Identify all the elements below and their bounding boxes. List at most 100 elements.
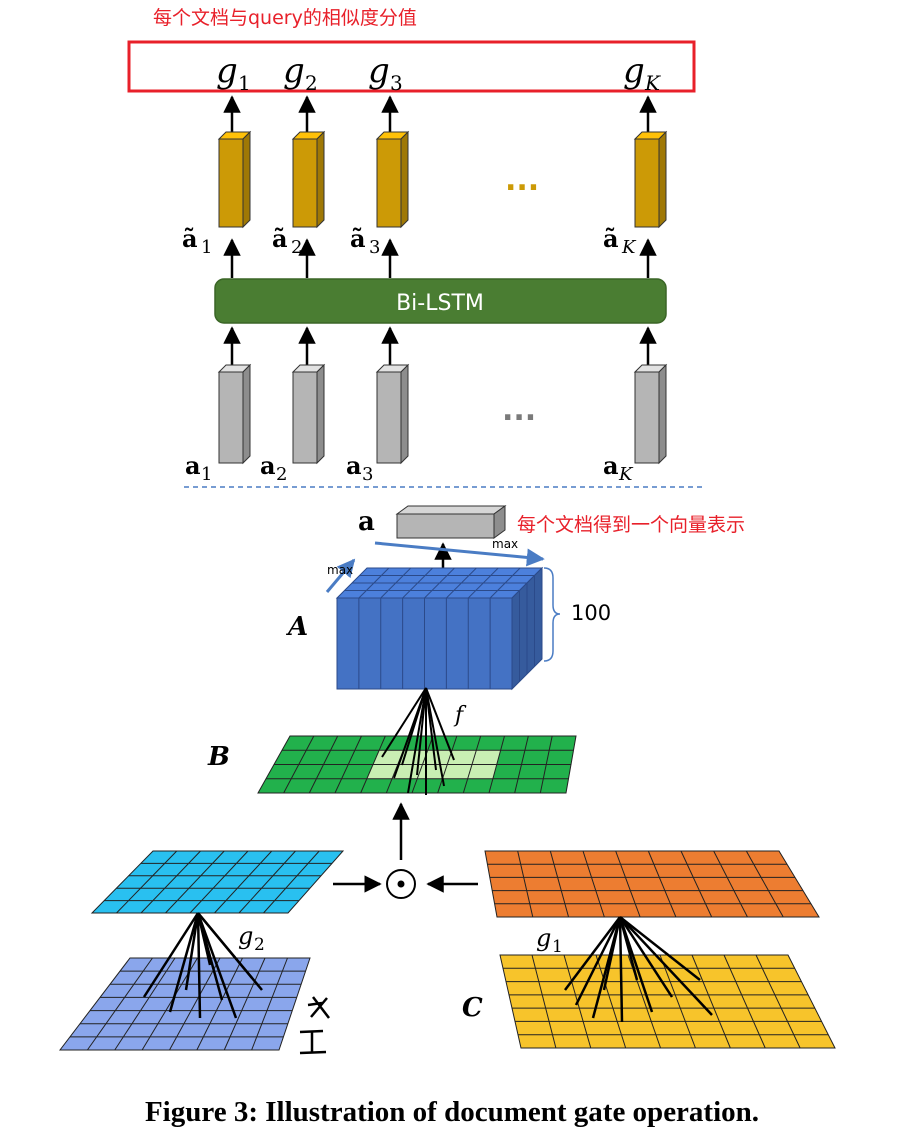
- g2Lines-0: [142, 912, 200, 998]
- g1Lines-9: [619, 916, 701, 981]
- a-bar-4: [633, 363, 668, 465]
- a-bar-1: [217, 363, 252, 465]
- g2Lines-1: [168, 912, 200, 1013]
- atilde-bar-3: [375, 130, 410, 229]
- figure-caption: Figure 3: Illustration of document gate …: [144, 1096, 760, 1128]
- svg-text:a: a: [603, 451, 619, 480]
- fLines-3: [416, 687, 427, 776]
- label-c: C: [462, 993, 483, 1023]
- svg-text:a: a: [346, 451, 362, 480]
- svg-text:K: K: [618, 464, 634, 485]
- svg-text:g: g: [623, 51, 645, 91]
- matrix-cyan: [90, 850, 345, 914]
- fLines-0: [381, 687, 427, 758]
- g1Lines-6: [618, 916, 654, 1013]
- svg-text:a: a: [260, 451, 276, 480]
- svg-text:3: 3: [369, 237, 380, 258]
- label-g2: g 2: [238, 922, 265, 955]
- g1Lines-4: [618, 916, 624, 1023]
- handwritten-x-mark: [307, 996, 330, 1019]
- svg-text:ã: ã: [350, 224, 366, 253]
- depth-brace: [543, 567, 561, 662]
- svg-text:1: 1: [201, 464, 212, 485]
- max-label-right: max: [492, 537, 518, 551]
- fLines-6: [425, 687, 445, 787]
- max-arrow-right: [374, 541, 545, 567]
- bilstm-block: [214, 278, 667, 324]
- vector-annotation: 每个文档得到一个向量表示: [517, 514, 745, 536]
- vector-a-label: a: [358, 507, 375, 537]
- bilstm-label: Bi-LSTM: [396, 291, 484, 316]
- svg-text:K: K: [644, 71, 661, 95]
- atilde-bar-4: [633, 130, 668, 229]
- gold-ellipsis: ...: [505, 163, 539, 198]
- svg-text:ã: ã: [603, 224, 619, 253]
- g2Lines-2: [184, 912, 200, 991]
- svg-text:2: 2: [291, 237, 302, 258]
- a-bar-2: [291, 363, 326, 465]
- gray-ellipsis: ...: [502, 393, 536, 428]
- g2Lines-6: [196, 912, 238, 1019]
- gate-label-1: g 1: [216, 51, 251, 95]
- svg-text:ã: ã: [182, 224, 198, 253]
- atilde-bar-1: [217, 130, 252, 229]
- svg-text:K: K: [621, 237, 637, 258]
- depth-label: 100: [571, 601, 611, 625]
- filter-g1-lines: [564, 916, 713, 1023]
- label-b: B: [207, 742, 230, 772]
- svg-text:2: 2: [254, 935, 265, 955]
- matrix-x: [58, 957, 311, 1051]
- fLines-8: [401, 687, 427, 766]
- g1Lines-3: [602, 916, 622, 991]
- svg-text:g: g: [216, 51, 238, 91]
- g1Lines-1: [574, 916, 622, 1006]
- g1Lines-0: [564, 916, 621, 991]
- g1Lines-7: [618, 916, 674, 998]
- g1Lines-8: [619, 916, 713, 1016]
- label-g1: g 1: [536, 924, 563, 957]
- matrix-orange: [484, 850, 820, 918]
- filter-g2-lines: [142, 912, 263, 1019]
- svg-text:g: g: [283, 51, 305, 91]
- handwritten-i-mark: [299, 1029, 327, 1055]
- odot-operator: [386, 869, 416, 899]
- top-annotation: 每个文档与query的相似度分值: [153, 7, 417, 29]
- g2Lines-3: [196, 912, 202, 1019]
- max-label-left: max: [327, 563, 353, 577]
- svg-text:ã: ã: [272, 224, 288, 253]
- svg-text:g: g: [536, 924, 551, 952]
- atilde-bars: [217, 130, 668, 229]
- atilde-bar-2: [291, 130, 326, 229]
- svg-text:1: 1: [238, 71, 251, 95]
- svg-text:2: 2: [276, 464, 287, 485]
- fLines-2: [407, 687, 427, 794]
- a-bar-3: [375, 363, 410, 465]
- svg-text:2: 2: [305, 71, 318, 95]
- g2Lines-8: [197, 912, 263, 991]
- svg-text:1: 1: [201, 237, 212, 258]
- svg-text:1: 1: [552, 937, 563, 957]
- svg-text:3: 3: [390, 71, 403, 95]
- matrix-c: [499, 954, 836, 1049]
- label-f: f: [453, 703, 467, 728]
- bilstm-input-arrows: [223, 326, 657, 366]
- max-arrow-left: [325, 558, 356, 593]
- fLines-7: [425, 687, 455, 761]
- svg-text:a: a: [185, 451, 201, 480]
- feature-cube-a: [335, 566, 544, 691]
- a-bars: [217, 363, 668, 465]
- vector-a-box: [395, 505, 507, 539]
- svg-text:3: 3: [362, 464, 373, 485]
- gate-label-3: g 3: [368, 51, 403, 95]
- svg-text:g: g: [238, 922, 253, 950]
